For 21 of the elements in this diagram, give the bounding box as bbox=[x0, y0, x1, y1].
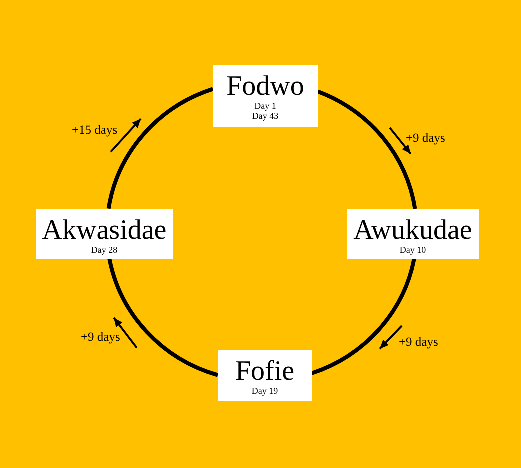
edge-label: +9 days bbox=[406, 131, 446, 145]
cycle-arc bbox=[311, 258, 416, 376]
day-label: Day 19 bbox=[252, 386, 278, 396]
day-label: Day 1 bbox=[254, 101, 276, 111]
day-label: Day 28 bbox=[91, 245, 118, 255]
edge-label: +9 days bbox=[399, 335, 438, 349]
node-box bbox=[213, 65, 318, 127]
title-text: Fodwo bbox=[226, 73, 304, 101]
node-box bbox=[347, 209, 479, 259]
cycle-arc bbox=[108, 258, 219, 378]
day-label: Day 43 bbox=[252, 111, 279, 121]
edge-label: +9 days bbox=[81, 330, 120, 344]
node-box bbox=[36, 209, 173, 259]
title-text: Awukudae bbox=[354, 217, 472, 245]
day-label: Day 10 bbox=[400, 245, 426, 255]
node-box bbox=[218, 350, 312, 401]
cycle-arc bbox=[317, 90, 418, 210]
title-text: Fofie bbox=[235, 358, 295, 386]
cycle-arc bbox=[106, 87, 214, 210]
title-text: Akwasidae bbox=[42, 217, 167, 245]
edge-label: +15 days bbox=[72, 123, 118, 137]
